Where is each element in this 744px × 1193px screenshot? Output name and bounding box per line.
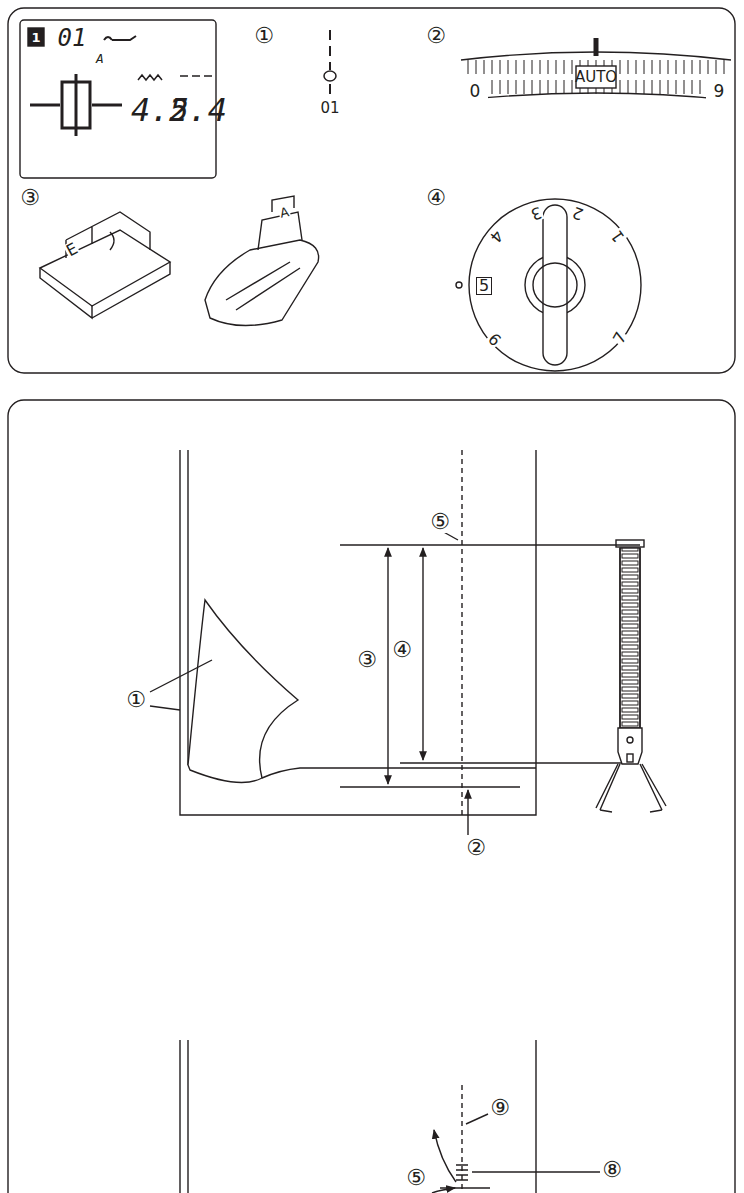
callout-number: ④ [391,639,413,661]
callout-number: ① [125,689,147,711]
callout-number: ④ [425,187,447,209]
callout-number: ② [465,837,487,859]
auto-label: AUTO [574,70,618,85]
dial-number: 6 [484,330,504,350]
foot-letter: A [277,205,290,220]
dial-number: 1 [608,226,628,245]
foot-letter: A [95,52,105,65]
callout-number: ⑧ [601,1159,623,1181]
callout-number: ① [253,25,275,47]
stitch-length: 2.4 [168,94,228,126]
dial-number: 2 [570,203,587,222]
pattern-number: 01 [57,26,88,50]
callout-number: ⑤ [429,511,451,533]
callout-number: ③ [356,649,378,671]
dial-number: 4 [486,226,506,246]
pattern-number: 01 [319,101,340,116]
callout-number: ⑨ [489,1097,511,1119]
lcd-icon: 1 [30,31,41,44]
callout-number: ③ [19,187,41,209]
dial-number: 5 [476,277,492,295]
callout-number: ② [425,25,447,47]
callout-number: ⑤ [405,1167,427,1189]
scale-number: 0 [469,83,482,100]
dial-number: 3 [528,203,545,222]
scale-number: 9 [713,83,726,100]
